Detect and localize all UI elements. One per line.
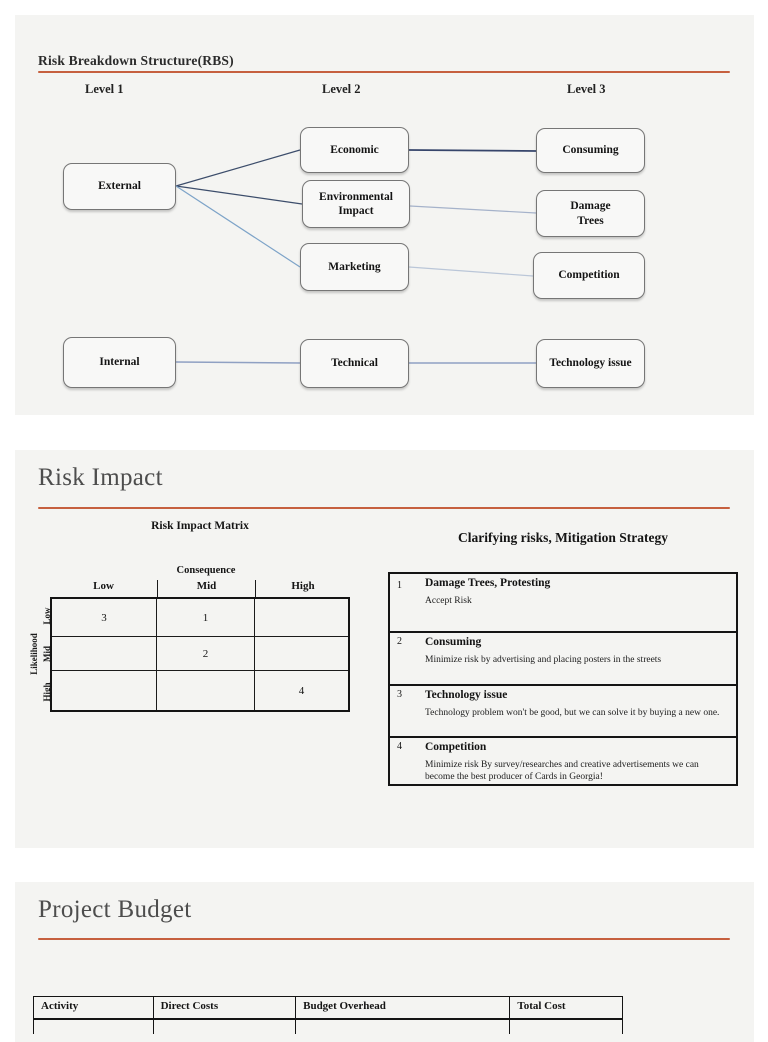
strategy-item-number: 4 [397, 741, 402, 752]
rbs-section: Risk Breakdown Structure(RBS) Level 1 Le… [15, 15, 754, 415]
node-technical: Technical [300, 339, 409, 388]
strategy-item-number: 3 [397, 689, 402, 700]
strategy-item: 2 Consuming Minimize risk by advertising… [390, 631, 736, 684]
strategy-item: 4 Competition Minimize risk By survey/re… [390, 736, 736, 784]
strategy-item-risk: Consuming [425, 636, 482, 648]
rbs-section-title: Risk Breakdown Structure(RBS) [38, 53, 234, 68]
matrix-row-axis-label: Likelihood [29, 633, 39, 675]
budget-table: Activity Direct Costs Budget Overhead To… [33, 996, 623, 1034]
budget-col-header: Activity [41, 1000, 79, 1012]
strategy-item-text: Minimize risk By survey/researches and c… [425, 760, 699, 783]
node-external: External [63, 163, 176, 210]
matrix-row-header: High [42, 682, 52, 702]
matrix-col-axis-label: Consequence [176, 565, 236, 576]
budget-col-header: Budget Overhead [295, 997, 509, 1018]
matrix-col-headers: Low Mid High [50, 580, 350, 597]
matrix-cell [157, 671, 255, 710]
mitigation-strategy-list: 1 Damage Trees, Protesting Accept Risk 2… [388, 572, 738, 786]
matrix-cell [52, 637, 157, 671]
matrix-cell: 1 [157, 599, 255, 637]
node-competition: Competition [533, 252, 645, 299]
node-technology-issue: Technology issue [536, 339, 645, 388]
matrix-col-header: High [255, 580, 350, 597]
section-rule [38, 71, 730, 73]
level-2-label: Level 2 [322, 82, 361, 96]
level-1-label: Level 1 [85, 82, 124, 96]
matrix-cell: 4 [298, 684, 305, 697]
project-budget-title: Project Budget [38, 896, 192, 923]
strategy-item-risk: Damage Trees, Protesting [425, 577, 551, 589]
matrix-cell: 2 [157, 637, 255, 671]
matrix-col-header: Mid [157, 580, 255, 597]
strategy-item-number: 2 [397, 636, 402, 647]
section-rule [38, 507, 730, 509]
matrix-title: Risk Impact Matrix [151, 520, 249, 532]
risk-impact-matrix: Consequence Low Mid High 3 1 2 4 [50, 565, 350, 712]
node-internal: Internal [63, 337, 176, 388]
rbs-connector-lines [175, 149, 537, 364]
budget-col-header: Total Cost [509, 997, 622, 1018]
node-marketing: Marketing [300, 243, 409, 291]
strategy-item: 3 Technology issue Technology problem wo… [390, 684, 736, 736]
matrix-grid: 3 1 2 4 [50, 597, 350, 712]
strategy-item-number: 1 [397, 580, 402, 591]
budget-col-header: Direct Costs [152, 997, 296, 1018]
strategy-item: 1 Damage Trees, Protesting Accept Risk [390, 577, 736, 631]
strategy-item-risk: Technology issue [425, 689, 508, 701]
risk-impact-title: Risk Impact [38, 464, 163, 491]
matrix-cell [52, 671, 157, 710]
node-environmental-impact: Environmental Impact [302, 180, 410, 228]
risk-impact-section: Risk Impact Risk Impact Matrix Consequen… [15, 450, 754, 848]
project-budget-section: Project Budget Activity Direct Costs Bud… [15, 882, 754, 1042]
matrix-cell [255, 637, 348, 671]
matrix-col-header: Low [93, 580, 114, 592]
matrix-cell: 3 [52, 599, 157, 637]
budget-table-row-partial [33, 1020, 623, 1034]
strategy-item-risk: Competition [425, 741, 487, 753]
mitigation-strategy-title: Clarifying risks, Mitigation Strategy [458, 530, 668, 545]
level-3-label: Level 3 [567, 82, 606, 96]
strategy-item-text: Technology problem won't be good, but we… [425, 708, 720, 718]
node-consuming: Consuming [536, 128, 645, 173]
section-rule [38, 938, 730, 940]
budget-table-header: Activity Direct Costs Budget Overhead To… [33, 996, 623, 1020]
node-economic: Economic [300, 127, 409, 173]
strategy-item-text: Accept Risk [425, 596, 472, 606]
node-damage-trees: Damage Trees [536, 190, 645, 237]
matrix-cell [255, 599, 348, 637]
strategy-item-text: Minimize risk by advertising and placing… [425, 655, 662, 665]
